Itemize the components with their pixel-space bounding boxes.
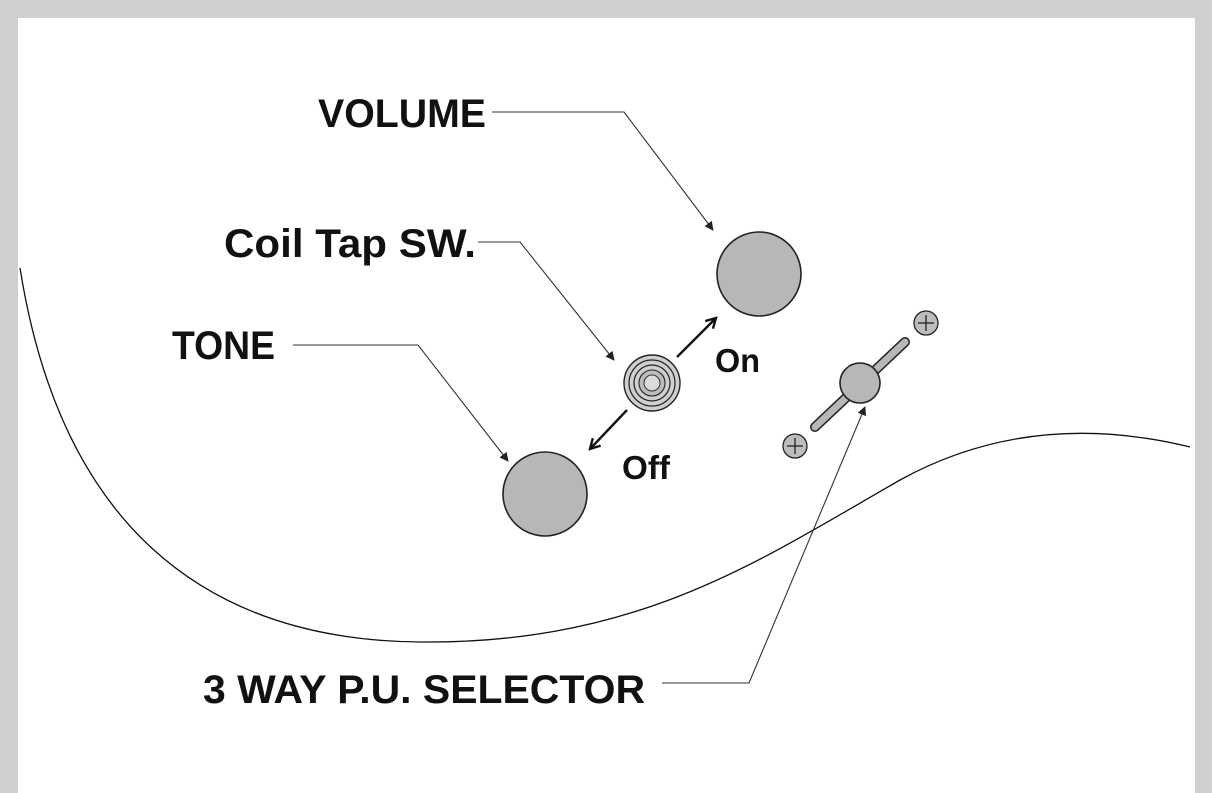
- tone-knob: [502, 451, 588, 537]
- on-label: On: [715, 342, 760, 379]
- coil-tap-label: Coil Tap SW.: [224, 222, 476, 266]
- coil-tap-leader-arrow: [478, 241, 615, 361]
- coil-tap-switch: [623, 354, 681, 412]
- off-direction-arrow: [590, 409, 628, 449]
- guitar-body-outline: [19, 267, 1191, 643]
- off-label: Off: [622, 449, 671, 486]
- volume-leader-arrow: [492, 111, 714, 231]
- tone-label: TONE: [172, 324, 275, 368]
- on-direction-arrow: [676, 318, 716, 358]
- selector-leader-arrow: [662, 406, 867, 684]
- selector-label: 3 WAY P.U. SELECTOR: [203, 668, 645, 712]
- screw-icon: [913, 310, 939, 336]
- tone-leader-arrow: [293, 344, 509, 462]
- diagram-panel: [18, 18, 1195, 793]
- screw-icon: [782, 433, 808, 459]
- volume-label: VOLUME: [318, 92, 486, 136]
- selector-knob: [839, 362, 881, 404]
- volume-knob: [716, 231, 802, 317]
- pickup-selector: [810, 337, 910, 432]
